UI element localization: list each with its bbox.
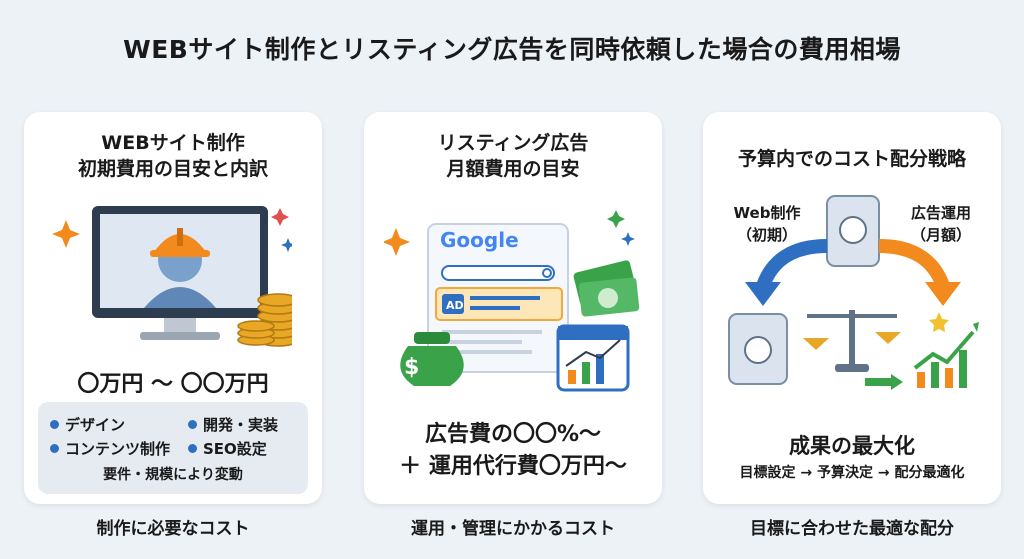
monitor-worker-icon [52,206,292,347]
card-listing-ads: リスティング広告 月額費用の目安 Google AD $ 広告費の〇〇%〜 ＋ [364,112,662,504]
bullet-icon [188,420,197,429]
card-web-production: WEBサイト制作 初期費用の目安と内訳 〇万円 〜 〇〇万円 [24,112,322,504]
budget-allocation-icon [728,195,979,390]
right-label: 広告運用（月額） [910,204,971,244]
card-heading-line2: 月額費用の目安 [446,158,580,180]
breakdown-item: 開発・実装 [188,414,278,435]
bullet-icon [188,444,197,453]
card-heading-line1: WEBサイト制作 [101,132,245,154]
breakdown-item: デザイン [50,414,125,435]
ad-cost-line2: ＋ 運用代行費〇万円〜 [399,454,627,479]
google-logo: Google [440,228,519,252]
card-heading: 予算内でのコスト配分戦略 [737,148,966,170]
search-ad-icon [384,210,640,392]
breakdown-box: デザイン 開発・実装 コンテンツ制作 SEO設定 要件・規模により変動 [38,402,308,494]
result-text: 成果の最大化 [789,434,915,458]
page-title: WEBサイト制作とリスティング広告を同時依頼した場合の費用相場 [123,35,901,64]
ad-badge: AD [446,299,464,312]
breakdown-item: コンテンツ制作 [50,438,170,459]
bullet-icon [50,420,59,429]
breakdown-item: SEO設定 [188,438,267,459]
dollar-sign-text: $ [404,355,420,380]
left-label: Web制作（初期） [733,204,801,244]
caption-ads: 運用・管理にかかるコスト [411,519,615,539]
flow-text: 目標設定 → 予算決定 → 配分最適化 [739,465,965,481]
ad-cost-line1: 広告費の〇〇%〜 [424,422,602,447]
price-range: 〇万円 〜 〇〇万円 [77,372,269,397]
card-allocation-strategy: 予算内でのコスト配分戦略 Web制作（初期） 広告運用（月額） [703,112,1001,504]
card-heading-line2: 初期費用の目安と内訳 [77,158,268,180]
caption-allocation: 目標に合わせた最適な配分 [750,519,954,539]
card-heading-line1: リスティング広告 [437,132,589,154]
bullet-icon [50,444,59,453]
breakdown-note: 要件・規模により変動 [103,467,243,483]
caption-web: 制作に必要なコスト [96,519,250,539]
